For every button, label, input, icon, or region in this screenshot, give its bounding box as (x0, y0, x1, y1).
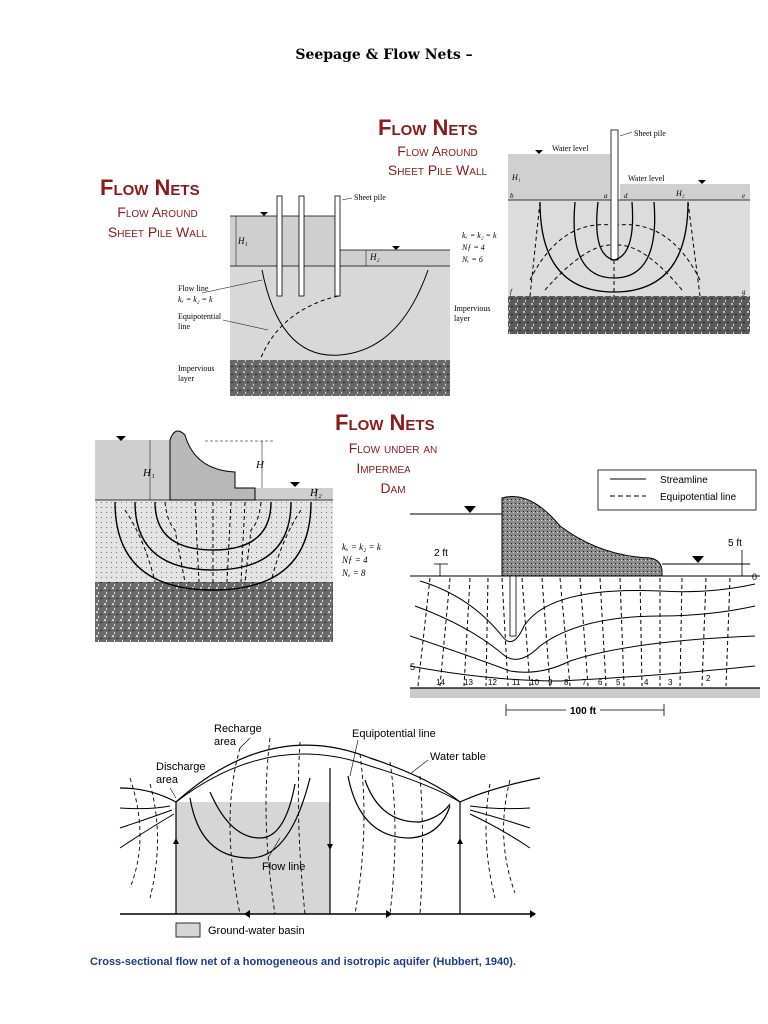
figure-sheet-pile-right: Flow Nets Flow Around Sheet Pile Wall Sh… (370, 110, 760, 340)
impervious-layer (508, 296, 750, 334)
point-label: g (742, 288, 746, 296)
figure-sheet-pile-left: Flow Nets Flow Around Sheet Pile Wall (90, 170, 500, 400)
h2-label: H₂ (309, 487, 322, 499)
sheet-pile (334, 195, 341, 297)
equipotential-number: 4 (644, 678, 649, 687)
discharge-label: area (156, 774, 179, 786)
flow-line-label: Flow line (262, 861, 305, 873)
equipotential-label: Equipotential (178, 312, 222, 321)
equipotential-number: 11 (512, 678, 521, 687)
equipotential-number: 14 (436, 678, 445, 687)
recharge-label: area (214, 736, 237, 748)
dim-2ft: 2 ft (434, 548, 448, 559)
point-label: e (742, 192, 745, 200)
figure-subtitle: Flow under an (348, 440, 438, 456)
sheet-pile-label: Sheet pile (354, 193, 386, 202)
sheet-pile-diagram-2: Sheet pile Water level Water level H₁ H₂… (508, 129, 750, 334)
equipotential-number: 3 (668, 678, 673, 687)
equipotential-number: 8 (564, 678, 569, 687)
legend-equipotential: Equipotential line (660, 492, 737, 503)
equipotential-number: 12 (488, 678, 497, 687)
sheet-pile-label: Sheet pile (634, 129, 666, 138)
equipotential-number: 2 (706, 674, 711, 683)
dam-diagram: H₁ H H₂ kₓ = k₂ = k Nƒ = 4 Nₑ = 8 (95, 430, 382, 642)
param: kₓ = k₂ = k (342, 542, 382, 552)
h1-label: H₁ (142, 467, 155, 479)
param: kₓ = k₂ = k (462, 231, 497, 240)
impervious-label: Impervious (454, 304, 490, 313)
figure-subtitle: Sheet Pile Wall (107, 224, 208, 240)
impervious-layer (95, 582, 333, 642)
figure-subtitle: Flow Around (117, 204, 198, 220)
five-label: 5 (410, 662, 415, 672)
h-label: H (255, 459, 265, 471)
sheet-pile-diagram: Sheet pile H₁ H₂ Flow line kₓ = k₂ = k E… (178, 193, 497, 396)
point-label: a (604, 192, 608, 200)
param: Nₑ = 8 (341, 568, 366, 578)
equipotential-number: 10 (530, 678, 539, 687)
water-level-label: Water level (628, 174, 665, 183)
param: Nₑ = 6 (461, 255, 483, 264)
impervious-label: Impervious (178, 364, 214, 373)
dam-flow-net-diagram: Streamline Equipotential line 2 ft 5 ft … (410, 469, 760, 717)
equipotential-number: 13 (464, 678, 473, 687)
dim-5ft: 5 ft (728, 538, 742, 549)
sheet-pile (298, 195, 305, 297)
figure-subtitle: Sheet Pile Wall (387, 162, 488, 178)
dam-body (169, 430, 256, 501)
figure-heading: Flow Nets (100, 175, 200, 200)
equipotential-line-label: Equipotential line (352, 728, 436, 740)
figure-heading: Flow Nets (378, 115, 478, 140)
water-level-label: Water level (552, 144, 589, 153)
point-label: f (510, 288, 513, 296)
sheet-pile (276, 195, 283, 297)
figure-subtitle: Dam (380, 480, 406, 496)
legend-streamline: Streamline (660, 475, 708, 486)
dam-body (501, 496, 663, 577)
h1-label: H₁ (511, 173, 521, 182)
impervious-layer (230, 360, 450, 396)
water-table-label: Water table (430, 751, 486, 763)
h1-label: H₁ (237, 236, 248, 246)
equipotential-number: 6 (598, 678, 603, 687)
flow-line-k: kₓ = k₂ = k (178, 295, 213, 304)
equipotential-number: 5 (616, 678, 621, 687)
aquifer-diagram: Recharge area Discharge area Equipotenti… (119, 723, 540, 938)
page-title: Seepage & Flow Nets – (295, 47, 473, 63)
sheet-pile (610, 129, 619, 261)
h2-label: H₂ (369, 252, 380, 262)
figure-caption: Cross-sectional flow net of a homogeneou… (90, 956, 517, 968)
figure-subtitle: Flow Around (397, 143, 478, 159)
equipotential-number: 7 (582, 678, 587, 687)
figure-dam: H₁ H H₂ kₓ = k₂ = k Nƒ = 4 Nₑ = 8 Flow N… (95, 410, 455, 645)
equipotential-label: line (178, 322, 190, 331)
h2-label: H₂ (675, 189, 685, 198)
figure-heading: Flow Nets (335, 410, 435, 435)
figure-dam-flow-net: Streamline Equipotential line 2 ft 5 ft … (410, 466, 760, 720)
point-label: d (624, 192, 628, 200)
figure-aquifer: Recharge area Discharge area Equipotenti… (90, 718, 540, 948)
dim-100ft: 100 ft (570, 706, 597, 717)
impervious-label: layer (178, 374, 194, 383)
param: Nƒ = 4 (341, 555, 368, 565)
recharge-label: Recharge (214, 723, 262, 735)
zero-label: 0 (752, 572, 757, 582)
flow-line-label: Flow line (178, 284, 209, 293)
legend-basin: Ground-water basin (208, 925, 305, 937)
discharge-label: Discharge (156, 761, 206, 773)
equipotential-number: 9 (548, 678, 553, 687)
point-label: b (510, 192, 514, 200)
impervious-label: layer (454, 314, 470, 323)
param: Nƒ = 4 (461, 243, 485, 252)
